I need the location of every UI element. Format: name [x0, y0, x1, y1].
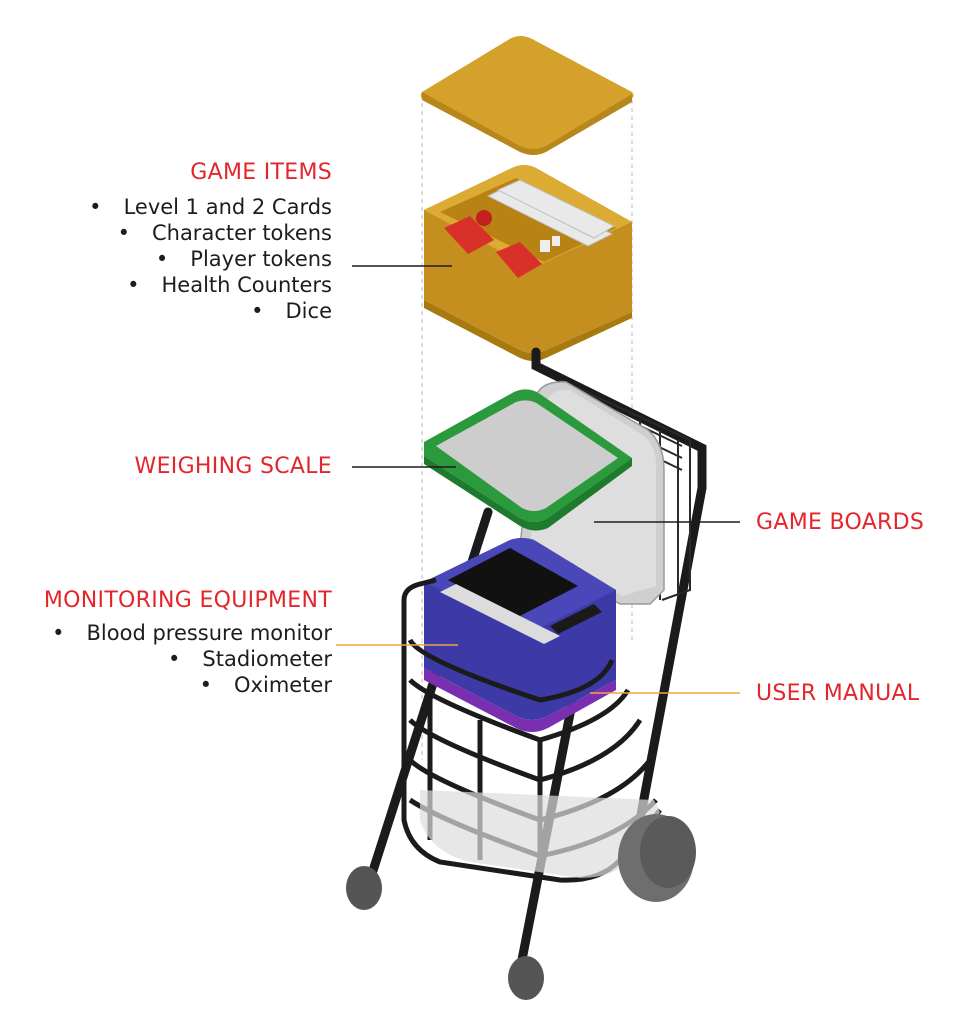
- list-item: •Blood pressure monitor: [52, 621, 332, 645]
- monitoring-equipment-heading: MONITORING EQUIPMENT: [43, 588, 332, 613]
- monitoring-equipment-list: •Blood pressure monitor •Stadiometer •Ox…: [52, 620, 332, 698]
- wheels: [346, 814, 696, 1000]
- game-items-heading: GAME ITEMS: [190, 160, 332, 185]
- user-manual-heading: USER MANUAL: [756, 681, 920, 706]
- weighing-scale-heading: WEIGHING SCALE: [134, 454, 332, 479]
- list-item: •Oximeter: [199, 673, 332, 697]
- game-boards-heading: GAME BOARDS: [756, 510, 925, 535]
- list-item: •Dice: [251, 299, 332, 323]
- weighing-scale: [424, 389, 632, 531]
- list-item: •Health Counters: [127, 273, 332, 297]
- box-lid: [420, 36, 634, 155]
- list-item: •Player tokens: [155, 247, 332, 271]
- list-item: •Level 1 and 2 Cards: [89, 195, 332, 219]
- basket-floor: [420, 790, 660, 878]
- game-items-list: •Level 1 and 2 Cards •Character tokens •…: [89, 194, 332, 324]
- leader-lines: [336, 265, 740, 694]
- monitoring-bin: [424, 538, 616, 732]
- game-items-box: [424, 165, 632, 361]
- list-item: •Character tokens: [117, 221, 332, 245]
- list-item: •Stadiometer: [168, 647, 332, 671]
